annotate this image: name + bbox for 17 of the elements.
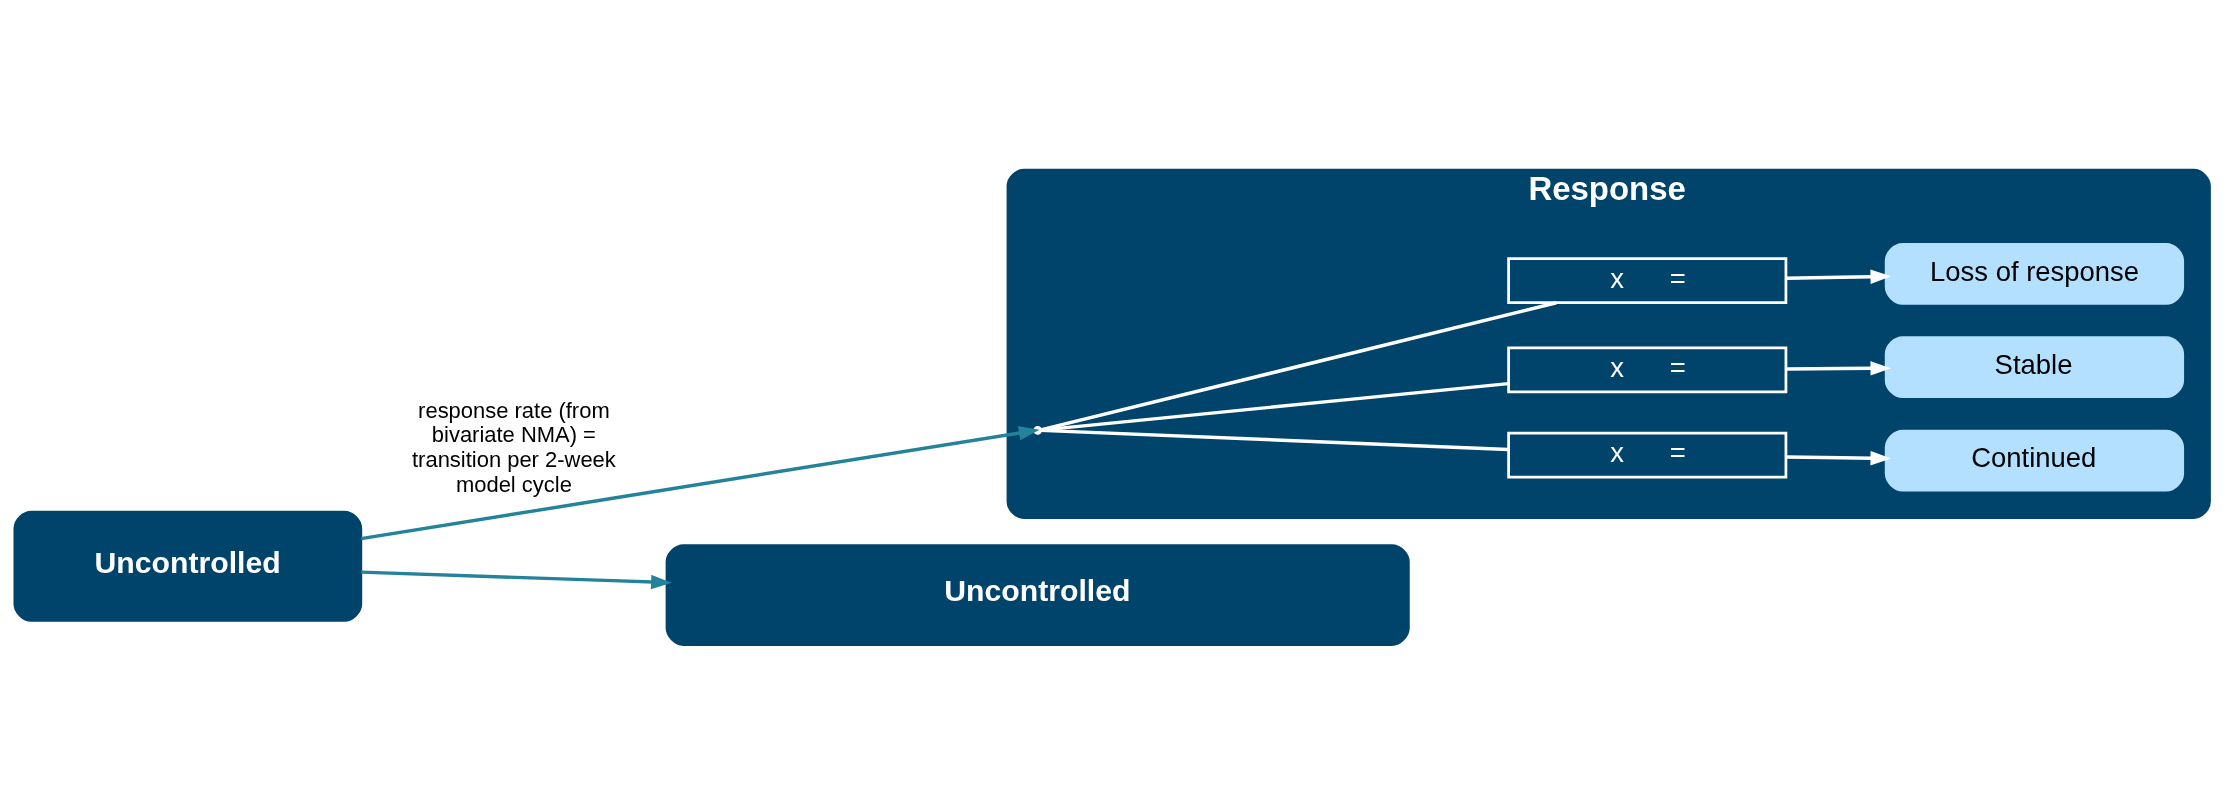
arrow (1786, 360, 1892, 376)
node-box: Uncontrolled (665, 543, 1410, 646)
connector (1040, 381, 1509, 432)
node-point (1033, 425, 1043, 435)
arrow (361, 569, 672, 589)
node-box: Stable (1884, 335, 2185, 398)
node-box: x = (1507, 346, 1788, 393)
arrow (360, 425, 1040, 540)
arrow (1786, 269, 1892, 284)
node-box: Continued (1884, 429, 2185, 491)
arrow (1786, 450, 1892, 465)
node-box: x = (1507, 256, 1788, 304)
node-box: Uncontrolled (13, 510, 363, 622)
node-box: x = (1507, 431, 1788, 478)
connector (1040, 300, 1557, 432)
node-box: Loss of response (1884, 242, 2185, 305)
edge-label: response rate (from bivariate NMA) = transition per 2-week model cycle (412, 397, 616, 497)
